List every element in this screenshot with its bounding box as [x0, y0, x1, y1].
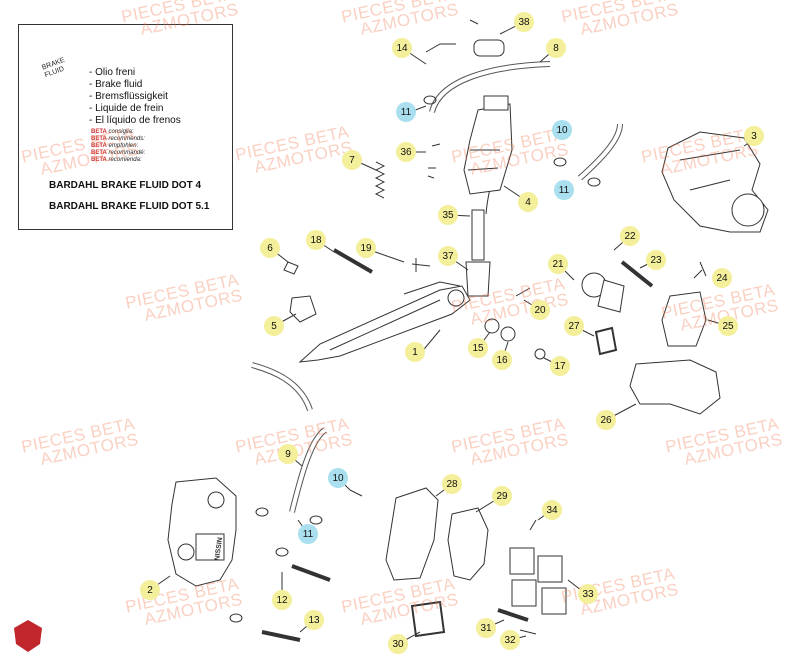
recommendation-fr: BETA recommandé: [91, 150, 146, 156]
callout-34: 34 [542, 500, 562, 520]
brake-pad-28 [385, 487, 439, 581]
callout-12: 12 [272, 590, 292, 610]
callout-38: 38 [514, 12, 534, 32]
recommendation-es: BETA recomienda: [91, 157, 142, 163]
callout-4: 4 [518, 192, 538, 212]
callout-17: 17 [550, 356, 570, 376]
callout-24: 24 [712, 268, 732, 288]
clip-30 [410, 600, 446, 638]
bolt-13 [261, 630, 301, 642]
recommendation-de: BETA empfohlen: [91, 143, 139, 149]
callout-16: 16 [492, 350, 512, 370]
callout-26: 26 [596, 410, 616, 430]
callout-8: 8 [546, 38, 566, 58]
pin-31 [497, 608, 529, 622]
brake-fluid-legend: BRAKE FLUID - Olio freni - Brake fluid -… [18, 24, 233, 230]
fluid-name-fr: - Liquide de frein [89, 103, 164, 114]
callout-21: 21 [548, 254, 568, 274]
callout-20: 20 [530, 300, 550, 320]
azmotors-logo [14, 620, 42, 652]
brake-pad-29 [447, 507, 489, 581]
brake-pedal [298, 281, 471, 363]
callout-22: 22 [620, 226, 640, 246]
callout-5: 5 [264, 316, 284, 336]
callout-19: 19 [356, 238, 376, 258]
callout-7: 7 [342, 150, 362, 170]
callout-36: 36 [396, 142, 416, 162]
callout-14: 14 [392, 38, 412, 58]
callout-3: 3 [744, 126, 764, 146]
callout-37: 37 [438, 246, 458, 266]
callout-27: 27 [564, 316, 584, 336]
callout-10: 10 [328, 468, 348, 488]
callout-1: 1 [405, 342, 425, 362]
front-caliper-3 [661, 131, 769, 233]
callout-25: 25 [718, 316, 738, 336]
callout-30: 30 [388, 634, 408, 654]
clip-27 [594, 326, 618, 356]
rear-caliper-2 [167, 477, 237, 587]
bolt-23 [620, 260, 654, 288]
callout-2: 2 [140, 580, 160, 600]
callout-29: 29 [492, 486, 512, 506]
spring [374, 161, 386, 199]
callout-11: 11 [298, 524, 318, 544]
callout-33: 33 [578, 584, 598, 604]
fluid-name-en: - Brake fluid [89, 79, 143, 90]
bolt-12-long [291, 564, 331, 582]
callout-18: 18 [306, 230, 326, 250]
bolt-18 [332, 248, 374, 274]
callout-35: 35 [438, 205, 458, 225]
callout-23: 23 [646, 250, 666, 270]
recommendation-en: BETA recommends: [91, 136, 145, 142]
can-label: BRAKE FLUID [41, 56, 66, 80]
callout-15: 15 [468, 338, 488, 358]
recommendation-it: BETA consiglia: [91, 129, 134, 135]
caliper-bracket-26 [629, 359, 721, 415]
fluid-dot4: BARDAHL BRAKE FLUID DOT 4 [49, 180, 202, 191]
callout-10: 10 [552, 120, 572, 140]
rear-hose [251, 362, 313, 412]
callout-28: 28 [442, 474, 462, 494]
callout-13: 13 [304, 610, 324, 630]
callout-9: 9 [278, 444, 298, 464]
fluid-name-it: - Olio freni [89, 67, 136, 78]
callout-11: 11 [554, 180, 574, 200]
brake-pad-25 [661, 291, 707, 347]
fluid-name-es: - El líquido de frenos [89, 115, 181, 126]
callout-32: 32 [500, 630, 520, 650]
callout-6: 6 [260, 238, 280, 258]
fluid-dot51: BARDAHL BRAKE FLUID DOT 5.1 [49, 201, 210, 212]
master-cylinder [463, 95, 513, 297]
fluid-name-de: - Bremsflüssigkeit [89, 91, 168, 102]
fluid-name-list: - Olio freni - Brake fluid - Bremsflüssi… [89, 67, 181, 127]
callout-11: 11 [396, 102, 416, 122]
callout-31: 31 [476, 618, 496, 638]
recommendation-list: BETA consiglia: BETA recommends: BETA em… [91, 129, 145, 164]
